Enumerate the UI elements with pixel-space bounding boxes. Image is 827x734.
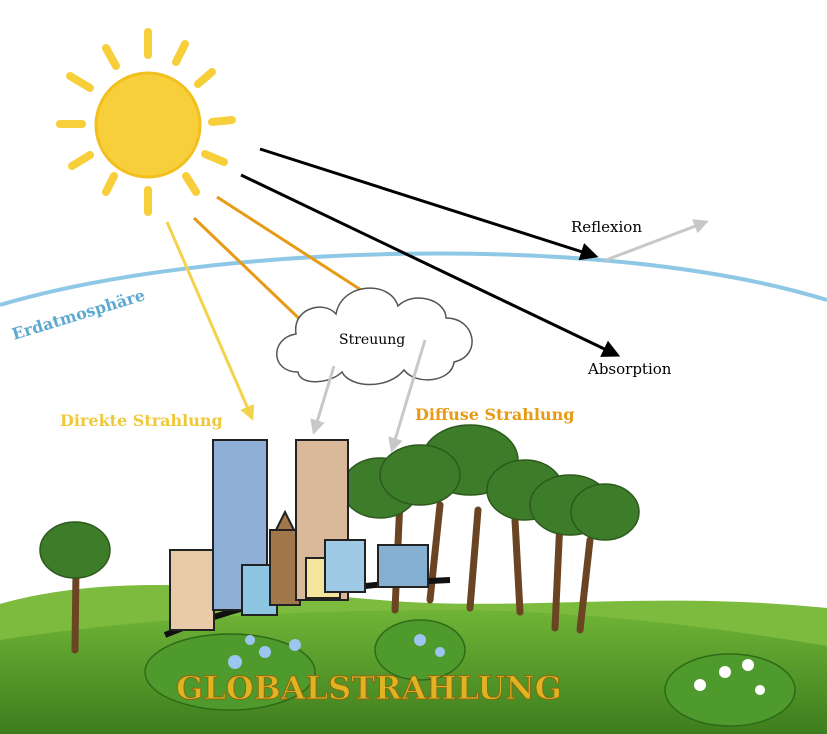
diffuse-arrow-1 xyxy=(310,365,336,435)
diffuse-arrow-2 xyxy=(388,339,427,453)
forest-icon xyxy=(39,424,640,654)
flower-icons xyxy=(228,634,765,695)
direct-radiation-label: Direkte Strahlung xyxy=(60,411,223,430)
absorption-label: Absorption xyxy=(587,360,672,378)
reflection-incoming-arrow xyxy=(259,147,599,261)
reflection-outgoing-arrow xyxy=(605,219,709,262)
atmosphere-label: Erdatmosphäre xyxy=(10,285,148,344)
cloud-icon xyxy=(276,287,473,386)
bush-icon xyxy=(144,619,796,727)
direct-radiation-arrow xyxy=(165,221,255,421)
scattering-label: Streuung xyxy=(339,332,405,348)
sun-icon xyxy=(56,28,236,216)
reflection-label: Reflexion xyxy=(571,218,642,236)
diffuse-radiation-label: Diffuse Strahlung xyxy=(415,405,574,424)
global-radiation-title: GLOBALSTRAHLUNG xyxy=(176,669,562,707)
absorption-arrow xyxy=(240,173,621,357)
city-icon xyxy=(163,439,451,638)
